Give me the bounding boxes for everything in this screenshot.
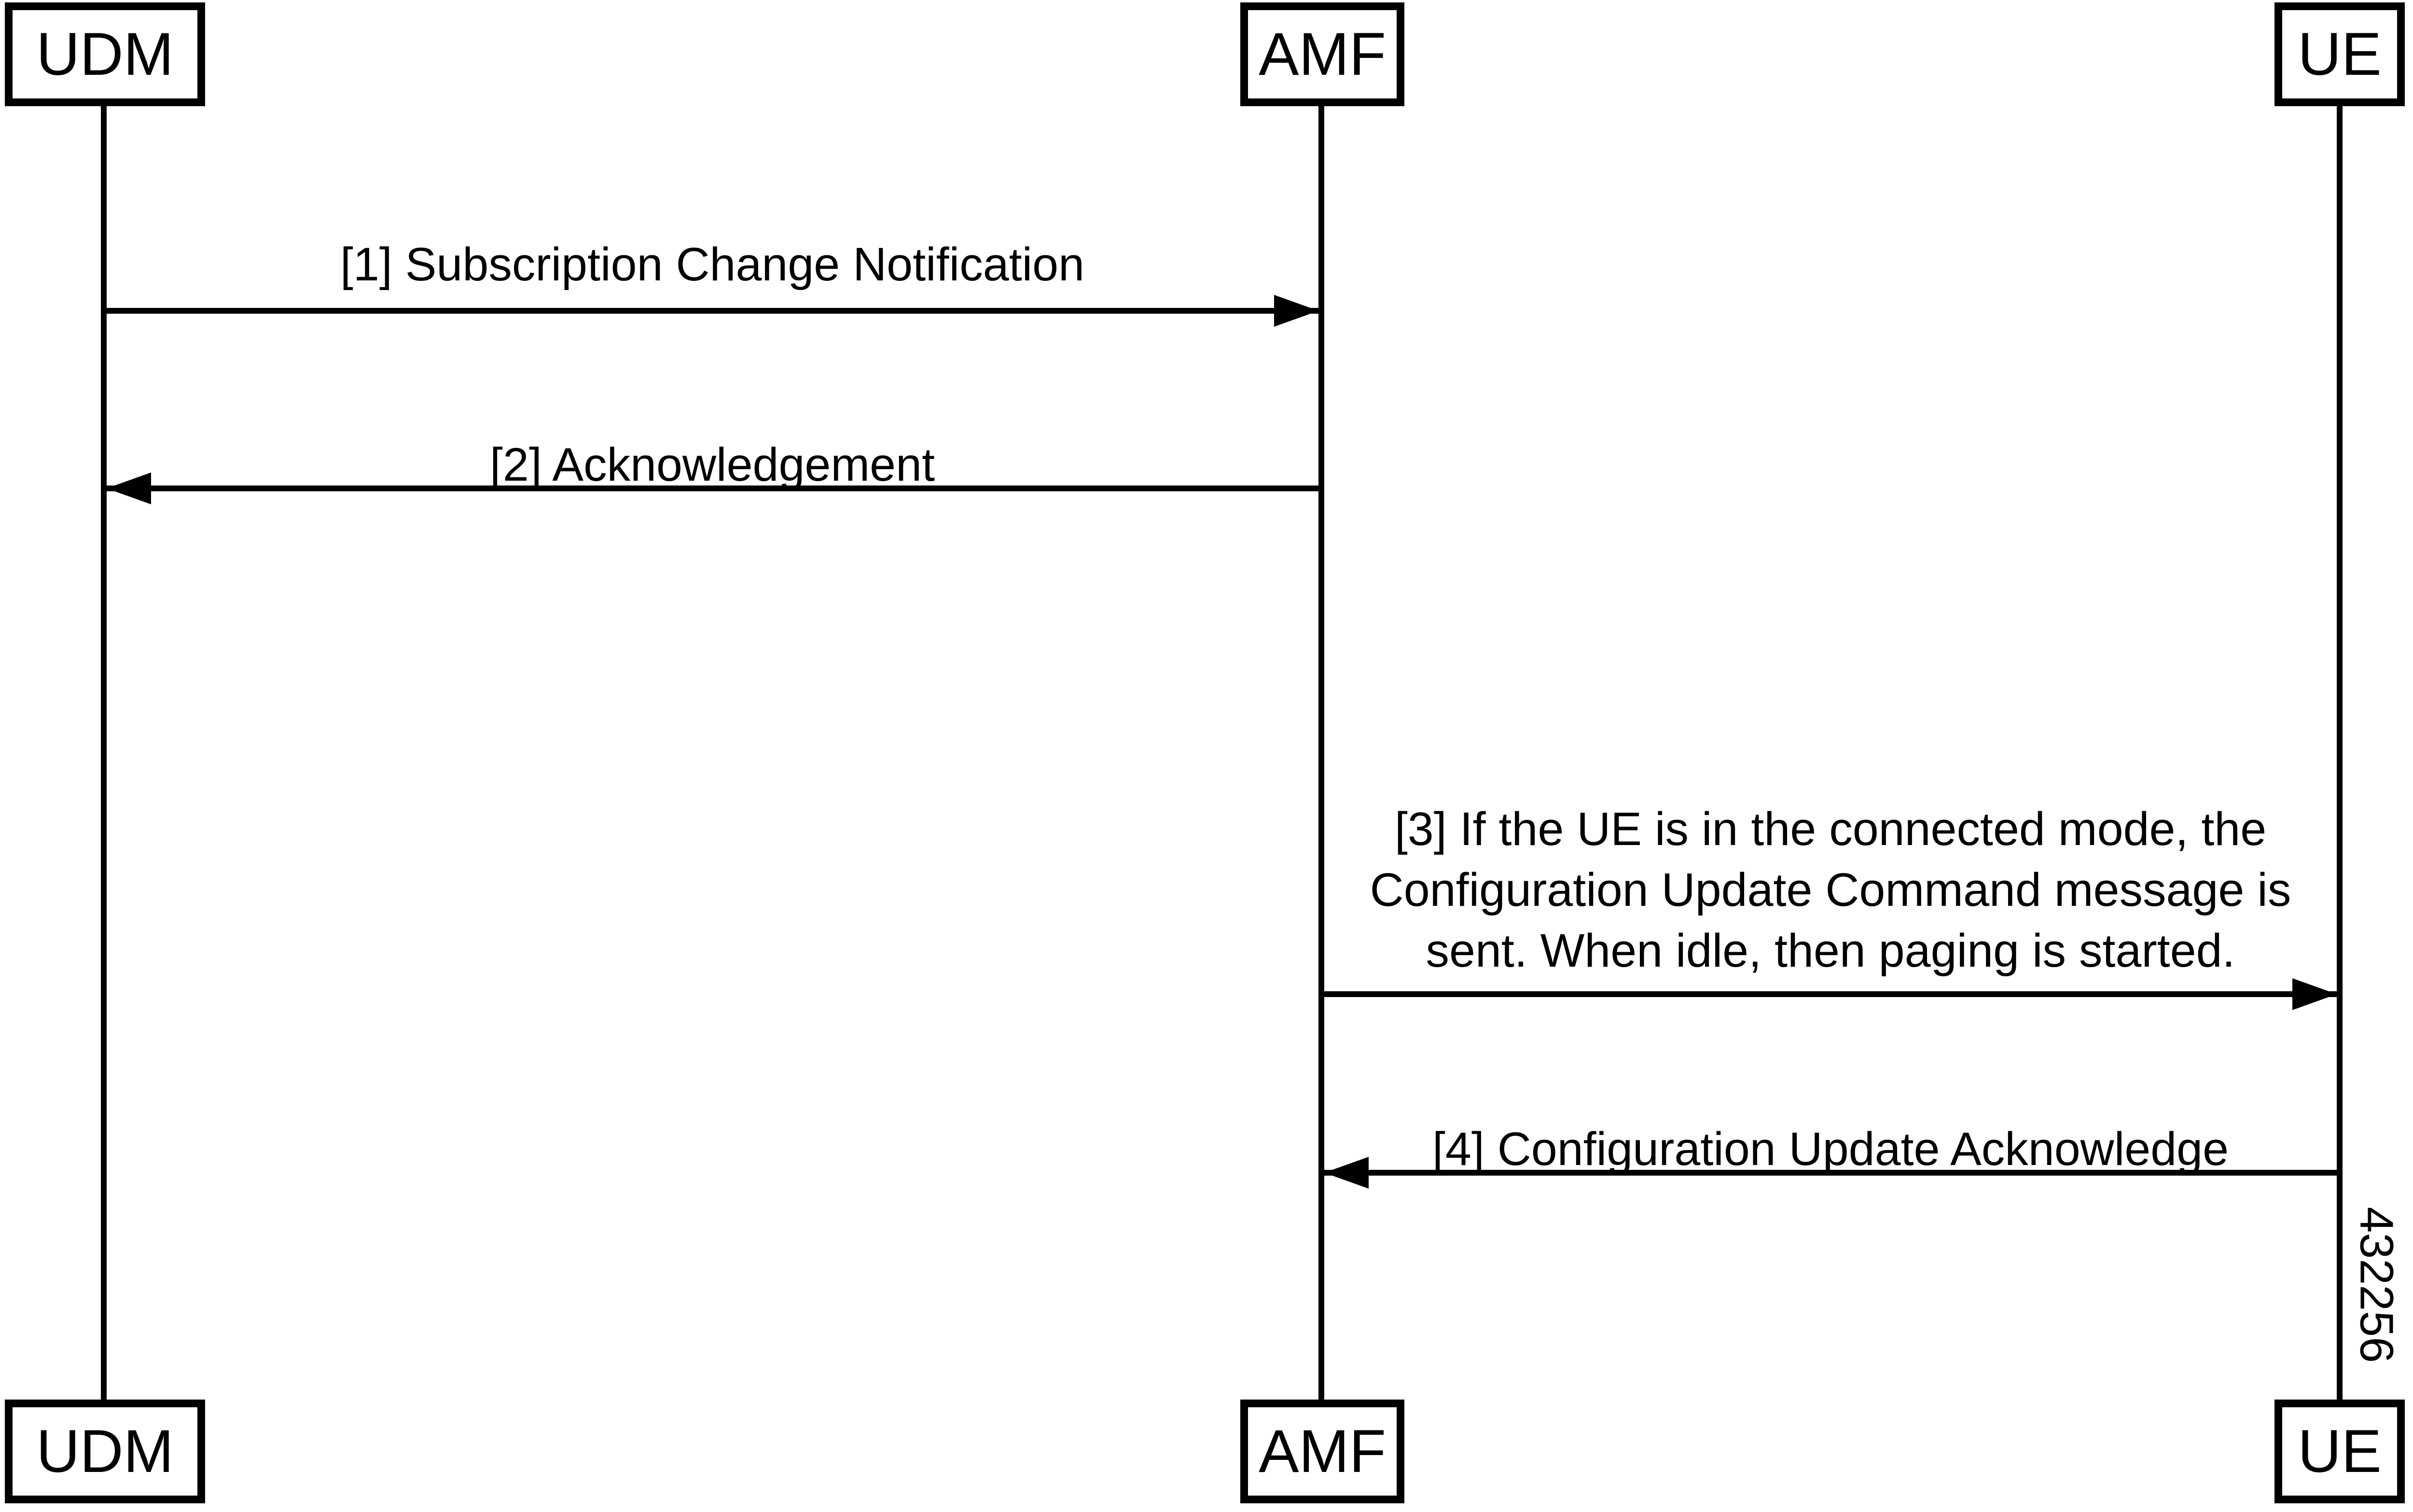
message-1-arrow-line [104,308,1318,314]
message-3-arrowhead-icon [2292,978,2337,1010]
message-3-label: [3] If the UE is in the connected mode, … [1300,799,2361,981]
message-3-label-line-1: [3] If the UE is in the connected mode, … [1394,803,2267,855]
message-2-arrowhead-icon [107,472,151,504]
actor-label-udm-top: UDM [36,21,174,88]
message-4-arrow-line [1324,1170,2337,1176]
actor-label-amf-bottom: AMF [1259,1418,1386,1485]
message-2-label: [2] Acknowledgement [489,438,935,491]
actor-label-ue-top: UE [2298,21,2382,88]
lifeline-ue [2337,105,2343,1401]
actor-box-amf-top: AMF [1240,2,1404,106]
message-4-arrowhead-icon [1324,1157,1369,1189]
actor-label-amf-top: AMF [1259,21,1386,88]
message-3-arrow-line [1324,991,2337,997]
message-3-label-line-2: Configuration Update Command message is [1370,863,2291,916]
message-1-label: [1] Subscription Change Notification [340,238,1085,291]
actor-box-ue-bottom: UE [2274,1400,2405,1503]
actor-box-amf-bottom: AMF [1240,1400,1404,1503]
actor-box-udm-bottom: UDM [5,1400,205,1503]
lifeline-udm [101,105,107,1401]
message-3-label-line-3: sent. When idle, then paging is started. [1426,924,2235,977]
actor-label-udm-bottom: UDM [36,1418,174,1485]
actor-label-ue-bottom: UE [2298,1418,2382,1485]
message-1-arrowhead-icon [1274,295,1318,327]
message-4-label: [4] Configuration Update Acknowledge [1432,1123,2229,1175]
actor-box-ue-top: UE [2274,2,2405,106]
figure-number: 432256 [2350,1207,2403,1363]
message-2-arrow-line [107,486,1318,491]
lifeline-amf [1318,105,1324,1401]
actor-box-udm-top: UDM [5,2,205,106]
